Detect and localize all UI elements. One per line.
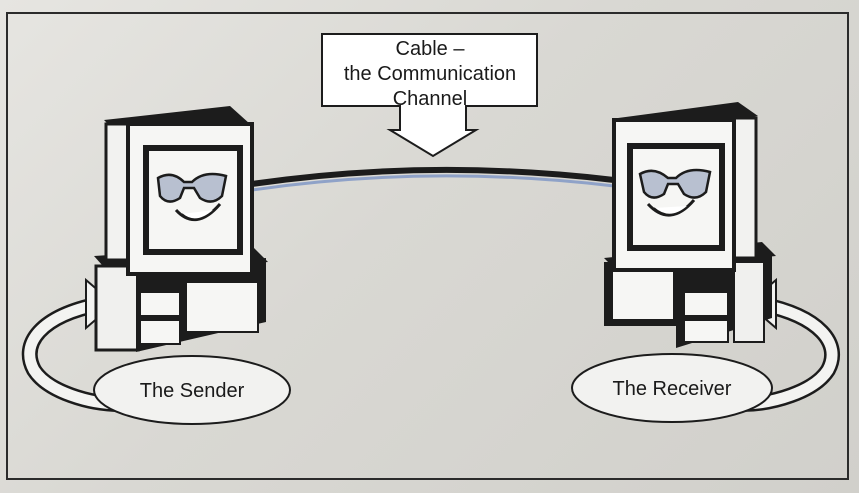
cable-callout: Cable – the Communication Channel — [321, 33, 538, 158]
cable — [249, 166, 617, 192]
callout-line-1: Cable – — [396, 38, 466, 60]
callout-line-3: Channel — [393, 88, 468, 110]
receiver-label: The Receiver — [613, 378, 732, 400]
receiver-computer-icon — [604, 102, 776, 348]
sender-label-ellipse — [93, 355, 291, 425]
callout-line-2: the Communication — [344, 63, 516, 85]
sender-label: The Sender — [140, 380, 245, 402]
sunglasses-face-icon — [156, 172, 228, 221]
down-arrow-icon — [321, 33, 538, 158]
diagram-frame — [6, 12, 849, 480]
receiver-group: The Receiver — [571, 102, 840, 423]
sender-group: The Sender — [21, 106, 291, 425]
sunglasses-face-icon — [638, 168, 712, 217]
sender-computer-icon — [94, 106, 268, 352]
receiver-label-ellipse — [571, 353, 773, 423]
